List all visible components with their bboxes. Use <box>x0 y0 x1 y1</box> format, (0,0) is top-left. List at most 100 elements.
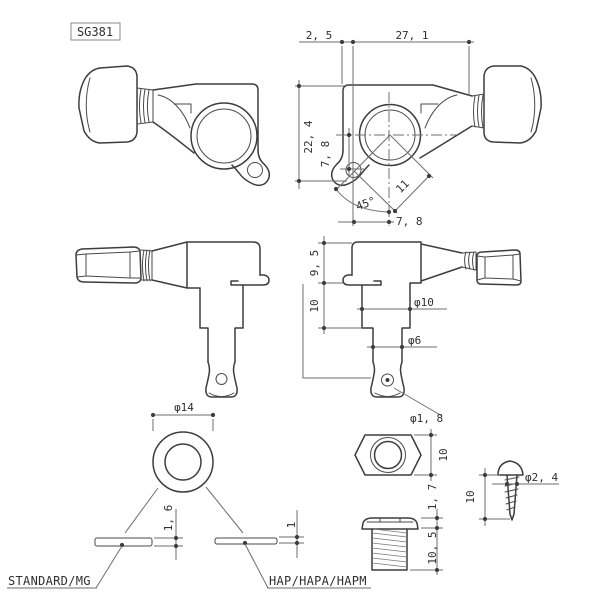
dim-10-5: 10, 5 <box>426 531 439 564</box>
washer-leader-left <box>124 487 159 534</box>
screw-head <box>497 460 524 476</box>
knob-front-right-outline <box>476 249 522 286</box>
knob-front-right-facets <box>476 253 522 282</box>
housing-left-step <box>173 103 192 114</box>
housing-front-right <box>351 241 463 284</box>
dim-7-8-vertical: 7, 8 <box>319 141 332 168</box>
washer-outer-circle <box>152 431 214 493</box>
housing-right-taper <box>419 125 473 159</box>
view-front-left <box>75 241 270 398</box>
knob-left-facet <box>85 77 91 133</box>
dim-phi14: φ14 <box>174 401 194 414</box>
part-number-frame <box>70 22 121 41</box>
dimension-lines-front-view <box>302 236 447 417</box>
dim-10-screw: 10 <box>464 490 477 503</box>
dim-1-7: 1, 7 <box>426 484 439 511</box>
dim-22-4: 22, 4 <box>302 120 315 153</box>
dim-7-8-horizontal: 7, 8 <box>396 215 423 228</box>
washer-standard-leader <box>95 545 123 589</box>
dim-27-1: 27, 1 <box>395 29 428 42</box>
knob-front-left-outline <box>75 246 142 284</box>
screw-ear-left <box>231 149 271 187</box>
housing-right-outline <box>342 84 473 151</box>
flange-front-right <box>342 274 382 286</box>
view-front-right: 9, 5 10 φ10 φ6 φ1, 8 <box>302 236 522 425</box>
post-front-right <box>361 282 411 363</box>
washer-inner-circle <box>164 443 202 481</box>
screw-dims <box>479 468 559 526</box>
housing-right-neck-line <box>424 94 458 129</box>
dim-1: 1 <box>285 522 298 529</box>
hex-nut-circle-inner <box>373 440 403 470</box>
washer-leader-right <box>205 486 244 534</box>
post-front-left <box>199 284 244 363</box>
housing-left-neck-line <box>157 94 191 129</box>
part-number-label: SG381 <box>77 25 113 39</box>
bushing-flange <box>361 517 419 530</box>
collar-front-left <box>140 249 153 282</box>
knob-right-outline <box>483 65 542 144</box>
washer-top-view: φ14 <box>124 401 244 534</box>
construction-45-line <box>335 134 391 191</box>
collar-left <box>136 87 154 125</box>
post-tip-right-curve <box>374 392 401 397</box>
flange-front-left <box>230 274 270 286</box>
string-hole-center <box>385 378 390 382</box>
dim-1-6: 1, 6 <box>162 505 175 532</box>
housing-front-left-bottom <box>151 241 201 289</box>
dim-10-bushing: 10 <box>308 299 321 312</box>
post-tip-left-curve <box>208 392 235 397</box>
bushing-flange-detail <box>366 517 414 523</box>
dim-phi6: φ6 <box>408 334 421 347</box>
bushing-threads <box>371 528 408 568</box>
view-side-left <box>78 65 271 187</box>
housing-front-left <box>151 241 261 276</box>
string-hole-right <box>381 373 394 387</box>
dim-9-5: 9, 5 <box>308 250 321 277</box>
collar-front-right <box>461 251 477 271</box>
bushing-dims <box>410 509 443 575</box>
bushing-side-view: 1, 7 10, 5 <box>361 484 443 575</box>
housing-left-outline <box>152 83 259 151</box>
housing-left-ring-outer <box>190 102 258 170</box>
view-side-right: 2, 5 27, 1 22, 4 7, 8 45° 11 7, 8 <box>295 29 542 228</box>
label-hap-hapa-hapm: HAP/HAPA/HAPM <box>269 574 367 588</box>
knob-front-left-facets <box>75 250 142 279</box>
knob-left-outline <box>78 65 138 144</box>
housing-right-step <box>420 103 439 114</box>
washer-hap-thickness-dim <box>279 510 304 558</box>
screw-ear-left-hole <box>247 162 263 178</box>
diag-ext-2 <box>353 170 398 214</box>
dimension-lines-top-view <box>295 39 474 226</box>
washer-dimension <box>150 412 216 431</box>
washer-standard-anchor <box>119 542 125 548</box>
housing-left-ring-inner <box>196 108 252 164</box>
dim-11: 11 <box>393 177 412 196</box>
string-hole-left <box>215 373 228 385</box>
collar-right <box>471 93 485 129</box>
hex-nut-circle-outer <box>370 437 406 473</box>
screw-ear-right <box>330 149 370 187</box>
dim-phi1-8: φ1, 8 <box>410 412 443 425</box>
housing-left-taper <box>152 121 195 154</box>
hex-nut-top-view: 10 <box>354 429 450 481</box>
knob-right-facet <box>530 77 536 133</box>
washer-hap-leader <box>244 543 269 589</box>
washer-hap-side: 1 HAP/HAPA/HAPM <box>214 510 371 589</box>
hex-nut-outline <box>354 434 422 476</box>
post-tip-front-left <box>205 361 238 398</box>
washer-standard-side: 1, 6 STANDARD/MG <box>7 505 183 589</box>
washer-standard-thickness-dim <box>154 509 183 560</box>
dim-2-5: 2, 5 <box>306 29 333 42</box>
dim-10-nut: 10 <box>437 448 450 461</box>
diag-ext-1 <box>389 134 434 179</box>
dim-phi2-4: φ2, 4 <box>525 471 558 484</box>
part-number-box: SG381 <box>70 22 121 41</box>
screw-side-view: φ2, 4 10 <box>464 460 559 526</box>
label-standard-mg: STANDARD/MG <box>8 574 91 588</box>
dim-45-deg: 45° <box>354 194 377 213</box>
dim-phi10: φ10 <box>414 296 434 309</box>
washer-hap-anchor <box>242 540 248 546</box>
